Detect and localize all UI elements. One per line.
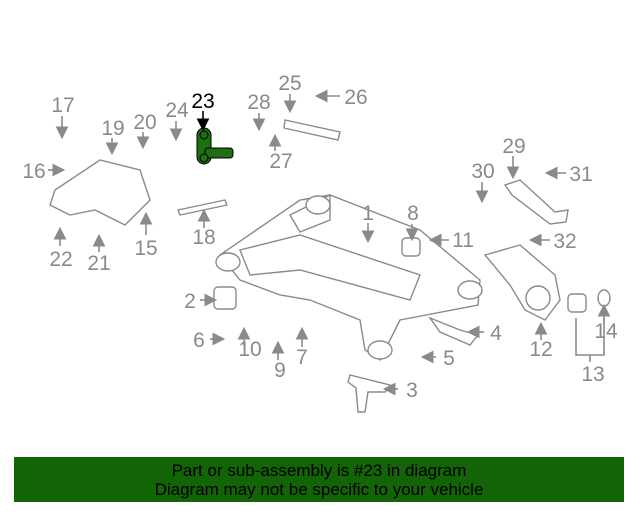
callout-9[interactable]: 9 xyxy=(274,359,286,382)
callout-1[interactable]: 1 xyxy=(362,202,374,225)
callout-22[interactable]: 22 xyxy=(49,248,72,271)
highlighted-part-23[interactable] xyxy=(196,127,234,165)
callout-7[interactable]: 7 xyxy=(296,346,308,369)
info-banner: Part or sub-assembly is #23 in diagram D… xyxy=(14,457,624,502)
link-part[interactable] xyxy=(283,119,341,141)
callout-25[interactable]: 25 xyxy=(278,72,301,95)
callout-8[interactable]: 8 xyxy=(407,202,419,225)
banner-line-1: Part or sub-assembly is #23 in diagram xyxy=(171,461,467,480)
callout-26[interactable]: 26 xyxy=(344,86,367,109)
knuckle-part[interactable] xyxy=(483,244,561,321)
callout-21[interactable]: 21 xyxy=(87,252,110,275)
callout-30[interactable]: 30 xyxy=(471,160,494,183)
callout-11[interactable]: 11 xyxy=(452,229,474,252)
callout-bracket-13 xyxy=(575,318,605,362)
callout-4[interactable]: 4 xyxy=(490,322,502,345)
callout-13[interactable]: 13 xyxy=(581,363,604,386)
bushing-8-part[interactable] xyxy=(401,237,421,257)
rod-part[interactable] xyxy=(177,199,228,216)
bracket-4-part[interactable] xyxy=(428,316,480,346)
upper-arm-part[interactable] xyxy=(503,179,569,225)
callout-19[interactable]: 19 xyxy=(101,117,124,140)
callout-10[interactable]: 10 xyxy=(238,338,261,361)
subframe-part[interactable] xyxy=(215,193,483,362)
bushing-13-part[interactable] xyxy=(567,293,587,313)
callout-16[interactable]: 16 xyxy=(22,160,45,183)
callout-24[interactable]: 24 xyxy=(165,99,189,122)
callout-15[interactable]: 15 xyxy=(134,237,157,260)
banner-line-2: Diagram may not be specific to your vehi… xyxy=(154,480,484,499)
callout-18[interactable]: 18 xyxy=(192,226,215,249)
callout-5[interactable]: 5 xyxy=(443,347,455,370)
washer-14-part[interactable] xyxy=(597,289,611,307)
callout-3[interactable]: 3 xyxy=(406,379,418,402)
lower-arm-part[interactable] xyxy=(49,159,151,226)
callout-31[interactable]: 31 xyxy=(569,163,592,186)
callout-27[interactable]: 27 xyxy=(269,150,292,173)
callout-20[interactable]: 20 xyxy=(133,111,156,134)
callout-28[interactable]: 28 xyxy=(247,91,270,114)
callout-14[interactable]: 14 xyxy=(594,320,618,343)
callout-32[interactable]: 32 xyxy=(553,230,576,253)
callout-17[interactable]: 17 xyxy=(51,94,74,117)
callout-12[interactable]: 12 xyxy=(529,338,552,361)
callout-6[interactable]: 6 xyxy=(193,329,205,352)
bushing-2-part[interactable] xyxy=(213,286,237,310)
callout-29[interactable]: 29 xyxy=(502,135,525,158)
callout-23[interactable]: 23 xyxy=(191,90,214,113)
callout-2[interactable]: 2 xyxy=(184,290,196,313)
bracket-3-part[interactable] xyxy=(347,374,392,413)
